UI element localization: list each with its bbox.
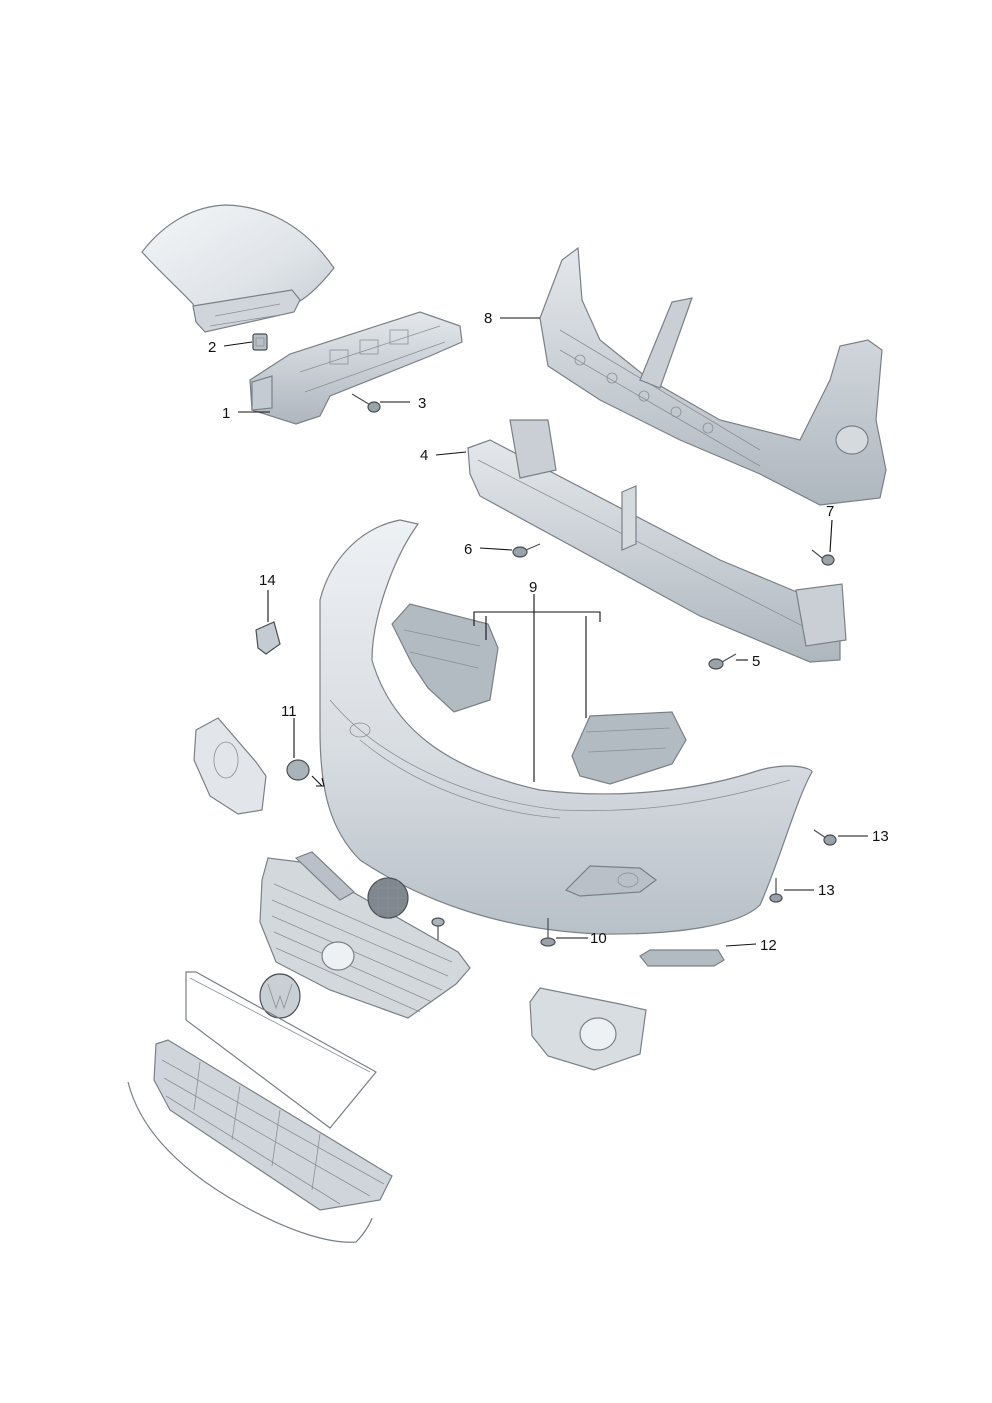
callout-2: 2 xyxy=(208,339,216,356)
screw-part-13-lower xyxy=(769,878,783,903)
callout-1: 1 xyxy=(222,405,230,422)
callout-14: 14 xyxy=(259,572,276,589)
leader-lines xyxy=(223,317,868,947)
callout-5: 5 xyxy=(752,653,760,670)
clip-part-2 xyxy=(252,333,268,351)
screw-part-13-upper xyxy=(813,829,837,846)
callout-7: 7 xyxy=(826,503,834,520)
callout-labels: 1 2 3 4 5 6 7 8 9 10 11 12 13 13 14 xyxy=(208,310,889,954)
bracket-part-1 xyxy=(249,311,463,425)
lower-grille xyxy=(153,1039,393,1211)
trim-strip-part-12 xyxy=(639,949,725,967)
grille-trim-frame xyxy=(185,971,377,1129)
impact-beam-part-4 xyxy=(467,419,847,663)
fog-light-bezel-right xyxy=(529,987,647,1071)
bumper-cover xyxy=(319,519,813,935)
callout-6: 6 xyxy=(464,541,472,558)
screw-part-3 xyxy=(351,393,381,413)
screw-part-6 xyxy=(512,543,541,558)
mesh-emblem xyxy=(367,877,409,919)
screw-part-10 xyxy=(540,918,556,947)
carrier-part-8 xyxy=(539,246,887,506)
callout-8: 8 xyxy=(484,310,492,327)
callout-12: 12 xyxy=(760,937,777,954)
callout-13-upper: 13 xyxy=(872,828,889,845)
screw-part-5 xyxy=(708,653,737,670)
callout-9: 9 xyxy=(529,579,537,596)
callout-13-lower: 13 xyxy=(818,882,835,899)
mounting-brackets-part-9 xyxy=(391,603,687,785)
grille-screw xyxy=(431,917,445,940)
callout-11: 11 xyxy=(281,703,297,720)
fender-liner xyxy=(141,204,335,333)
fog-light-bezel-left xyxy=(193,717,267,815)
radiator-grille xyxy=(259,851,471,1019)
callout-3: 3 xyxy=(418,395,426,412)
cap-part-11 xyxy=(286,759,325,787)
clip-part-14 xyxy=(255,621,281,655)
lower-trim-strip xyxy=(127,1081,373,1243)
callout-4: 4 xyxy=(420,447,428,464)
callout-10: 10 xyxy=(590,930,607,947)
screw-part-7 xyxy=(811,549,835,566)
